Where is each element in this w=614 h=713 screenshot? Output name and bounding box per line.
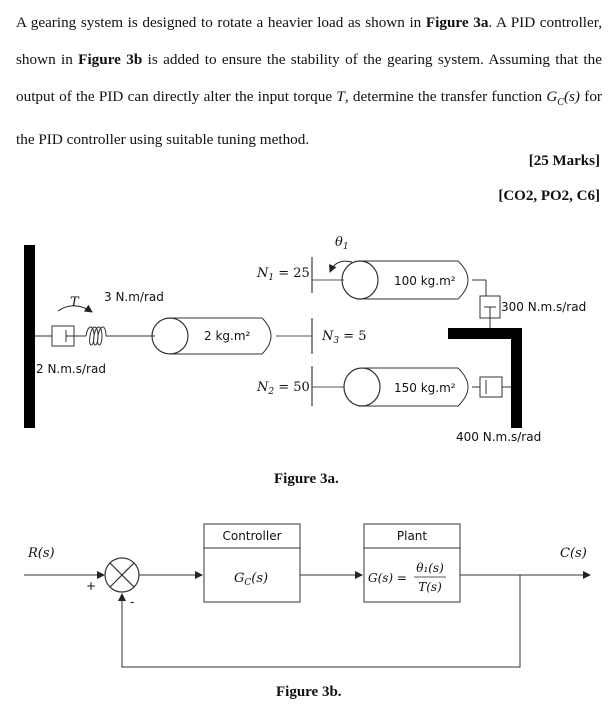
theta1-label: θ1 (335, 235, 349, 252)
controller-title: Controller (222, 529, 281, 543)
n2-label: N2 = 50 (256, 380, 310, 397)
marks-label: [25 Marks] (528, 153, 600, 169)
inertia-2kg-body (170, 317, 272, 355)
figure-3a-diagram: T 3 N.m/rad 2 N.m.s/rad 2 kg.m² N1 = 25 … (24, 235, 586, 444)
n1-label: N1 = 25 (256, 266, 310, 283)
input-label: R(s) (27, 546, 55, 561)
right-wall-top (448, 328, 522, 339)
inertia-100kg-end (341, 260, 379, 300)
figure-3b-block-diagram: R(s) C(s) + - Controller GC(s) Plant G(s… (24, 523, 591, 668)
torque-symbol: T (336, 88, 345, 105)
n3-label: N3 = 5 (321, 329, 367, 346)
inertia-100kg-label: 100 kg.m² (394, 274, 456, 288)
top-damper-label: 300 N.m.s/rad (501, 300, 586, 314)
inertia-150kg-label: 150 kg.m² (394, 381, 456, 395)
course-outcomes-label: [CO2, PO2, C6] (498, 188, 600, 204)
controller-tf: GC(s) (234, 571, 268, 588)
left-damper (35, 325, 86, 347)
inertia-2kg-end (151, 317, 189, 355)
plus-sign: + (86, 579, 96, 593)
plant-lhs: G(s) = (368, 571, 407, 585)
bottom-damper (472, 376, 511, 398)
right-wall-vertical (511, 328, 522, 428)
left-wall (24, 245, 35, 428)
output-label: C(s) (560, 546, 587, 561)
spring-label: 3 N.m/rad (104, 290, 164, 304)
controller-block (203, 523, 301, 603)
figure-3b-ref: Figure 3b (78, 51, 143, 68)
figure-3a-caption: Figure 3a. (274, 471, 339, 487)
inertia-150kg-end (343, 367, 381, 407)
bottom-damper-label: 400 N.m.s/rad (456, 430, 541, 444)
inertia-150kg-body (362, 367, 469, 407)
theta1-arrow (329, 260, 353, 273)
torque-arrow (57, 304, 93, 313)
spring (85, 326, 155, 346)
left-damper-label: 2 N.m.s/rad (36, 362, 106, 376)
plant-block (363, 523, 461, 603)
plant-denominator: T(s) (418, 580, 442, 594)
summing-junction (104, 557, 140, 593)
problem-statement: A gearing system is designed to rotate a… (16, 14, 603, 149)
figure-3b-caption: Figure 3b. (276, 684, 342, 700)
feedback-path (118, 575, 521, 668)
inertia-2kg-label: 2 kg.m² (204, 329, 251, 343)
inertia-100kg-body (360, 260, 469, 300)
figure-3a-ref: Figure 3a (425, 14, 489, 31)
plant-numerator: θ₁(s) (416, 561, 444, 575)
torque-label: T (70, 295, 80, 310)
plant-title: Plant (397, 529, 428, 543)
top-damper (472, 279, 501, 328)
minus-sign: - (130, 595, 134, 609)
